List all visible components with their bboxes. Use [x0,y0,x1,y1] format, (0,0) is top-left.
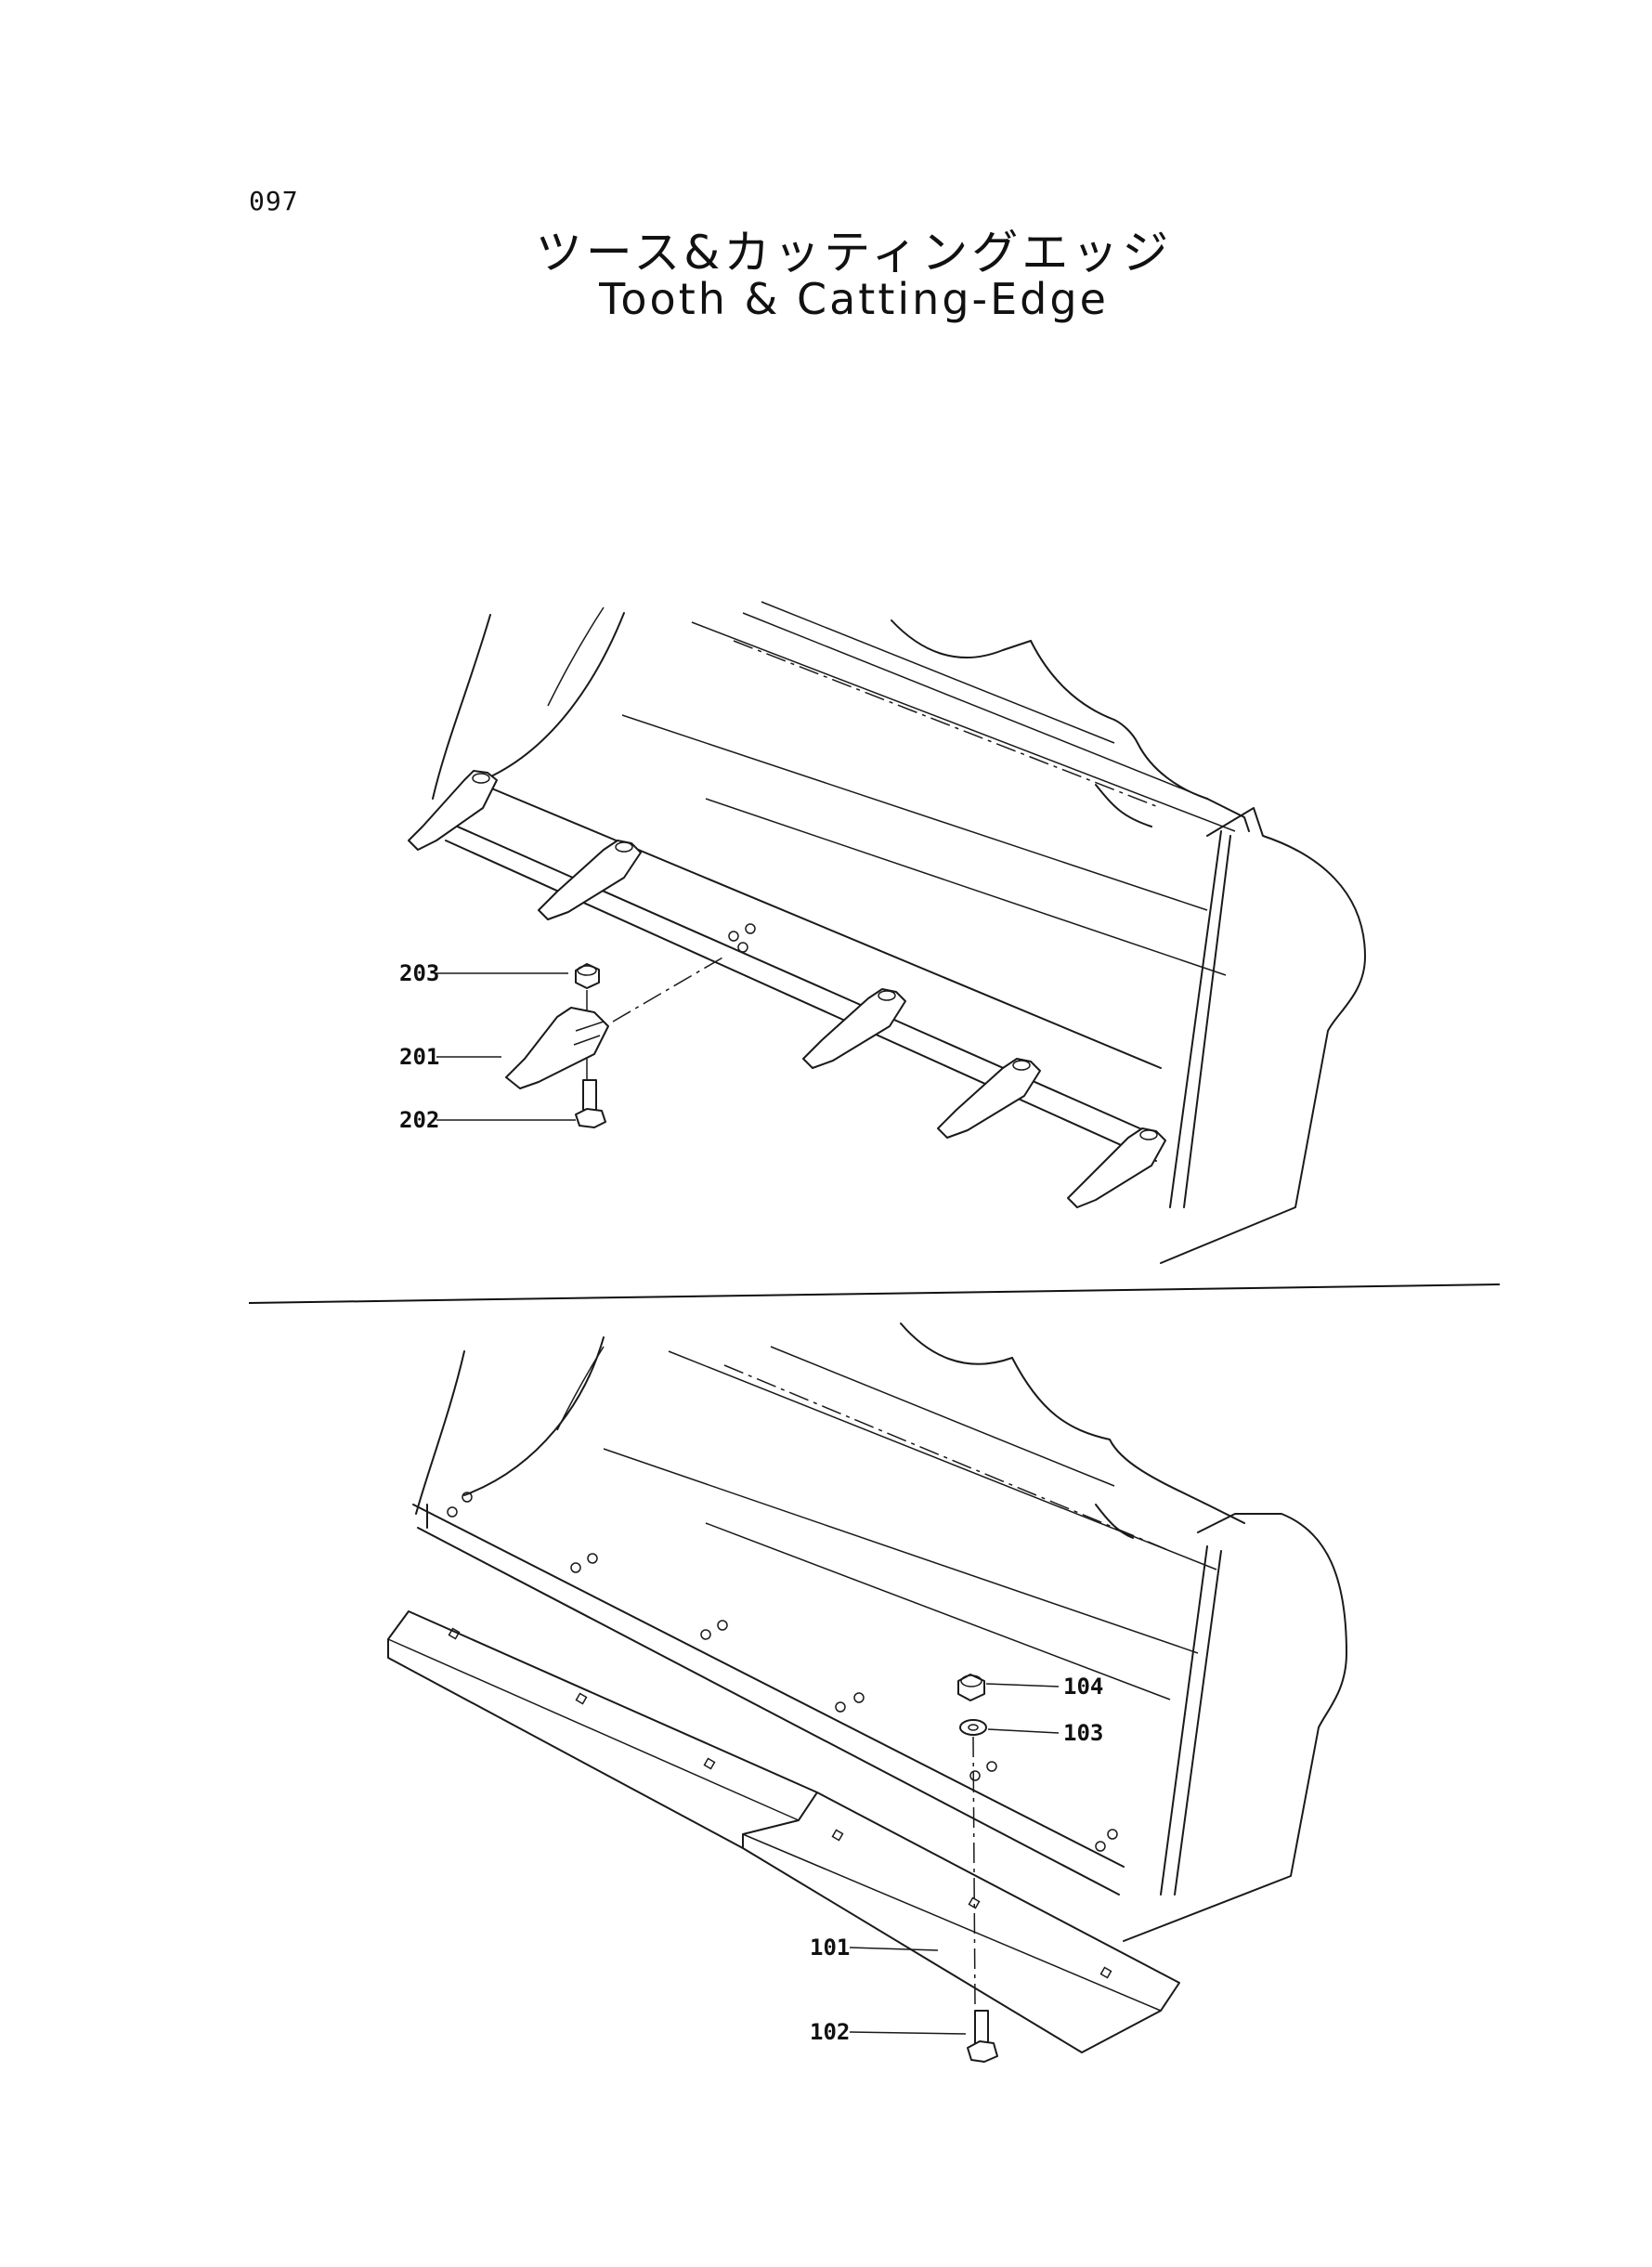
callout-102: 102 [810,2019,850,2045]
page-title-japanese: ツース&カッティングエッジ [535,226,1173,280]
callout-101: 101 [810,1935,850,1961]
callout-202: 202 [399,1107,439,1133]
page-number: 097 [249,186,299,216]
bucket-with-cutting-edge-illustration [387,1322,1347,2063]
page-title-english: Tooth & Catting-Edge [599,274,1109,324]
bucket-with-teeth-illustration [408,601,1366,1264]
callout-201: 201 [399,1044,439,1070]
callout-203: 203 [399,960,439,986]
callout-103: 103 [1063,1720,1103,1746]
callout-104: 104 [1063,1674,1103,1700]
section-divider [248,1283,1501,1304]
